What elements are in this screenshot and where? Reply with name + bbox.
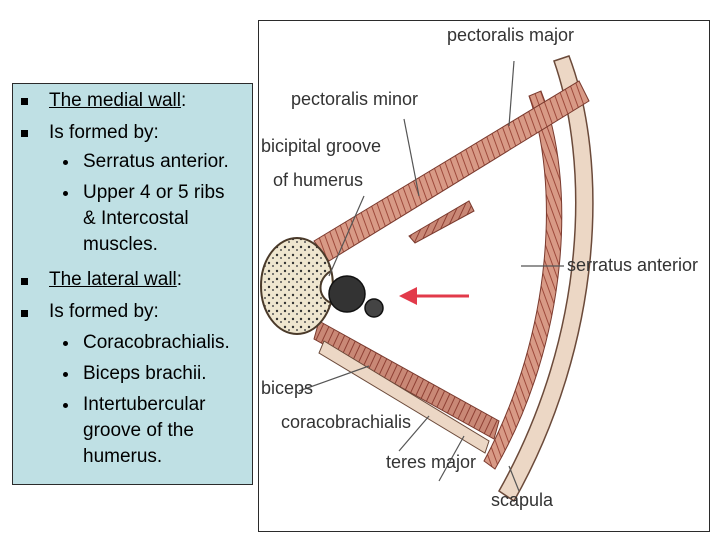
- medial-item: & Intercostal: [83, 208, 189, 229]
- medial-item: muscles.: [83, 234, 158, 255]
- label-teres-major: teres major: [386, 452, 476, 472]
- bullet-dot: [63, 341, 68, 346]
- label-biceps: biceps: [261, 378, 313, 398]
- axilla-cross-section-diagram: pectoralis major pectoralis minor bicipi…: [258, 20, 710, 532]
- label-serratus-anterior: serratus anterior: [567, 255, 698, 275]
- axillary-contents-large: [328, 275, 366, 313]
- label-pectoralis-minor: pectoralis minor: [291, 89, 418, 109]
- pectoralis-minor-shape: [408, 200, 475, 244]
- diagram-svg: pectoralis major pectoralis minor bicipi…: [260, 25, 698, 510]
- lateral-formed-by: Is formed by:: [49, 301, 159, 322]
- lateral-item: groove of the: [83, 420, 194, 441]
- colon: :: [176, 269, 183, 290]
- medial-wall-line: The medial wall:: [49, 90, 186, 112]
- leader-line: [438, 435, 465, 482]
- lateral-item: humerus.: [83, 446, 163, 467]
- label-pectoralis-major: pectoralis major: [447, 25, 574, 45]
- medial-wall-heading: The medial wall: [49, 90, 181, 111]
- leader-line: [508, 465, 520, 492]
- lateral-wall-line: The lateral wall:: [49, 269, 182, 291]
- colon: :: [181, 90, 187, 111]
- leader-line: [298, 365, 370, 392]
- bullet-square: [21, 310, 28, 317]
- label-bicipital-groove-2: of humerus: [273, 170, 363, 190]
- text-panel: The medial wall: Is formed by: Serratus …: [12, 83, 253, 485]
- arrow-head: [399, 287, 417, 305]
- serratus-anterior-shape: [483, 90, 563, 470]
- leader-line: [328, 195, 365, 277]
- bullet-dot: [63, 372, 68, 377]
- bullet-dot: [63, 160, 68, 165]
- bullet-dot: [63, 403, 68, 408]
- lateral-wall-heading: The lateral wall: [49, 269, 177, 290]
- bullet-square: [21, 98, 28, 105]
- teres-major-shape: [313, 320, 500, 440]
- lateral-item: Biceps brachii.: [83, 363, 207, 384]
- medial-item: Upper 4 or 5 ribs: [83, 182, 225, 203]
- leader-line: [508, 60, 515, 127]
- leader-line: [398, 415, 430, 452]
- bullet-square: [21, 278, 28, 285]
- label-coracobrachialis: coracobrachialis: [281, 412, 411, 432]
- bullet-square: [21, 130, 28, 137]
- axillary-contents-small: [364, 298, 384, 318]
- label-bicipital-groove: bicipital groove: [261, 136, 381, 156]
- leader-line: [403, 118, 420, 197]
- scapula-shape: [498, 55, 594, 503]
- bullet-dot: [63, 191, 68, 196]
- lateral-item: Coracobrachialis.: [83, 332, 230, 353]
- lateral-item: Intertubercular: [83, 394, 206, 415]
- label-scapula: scapula: [491, 490, 554, 510]
- medial-item: Serratus anterior.: [83, 151, 229, 172]
- medial-formed-by: Is formed by:: [49, 122, 159, 143]
